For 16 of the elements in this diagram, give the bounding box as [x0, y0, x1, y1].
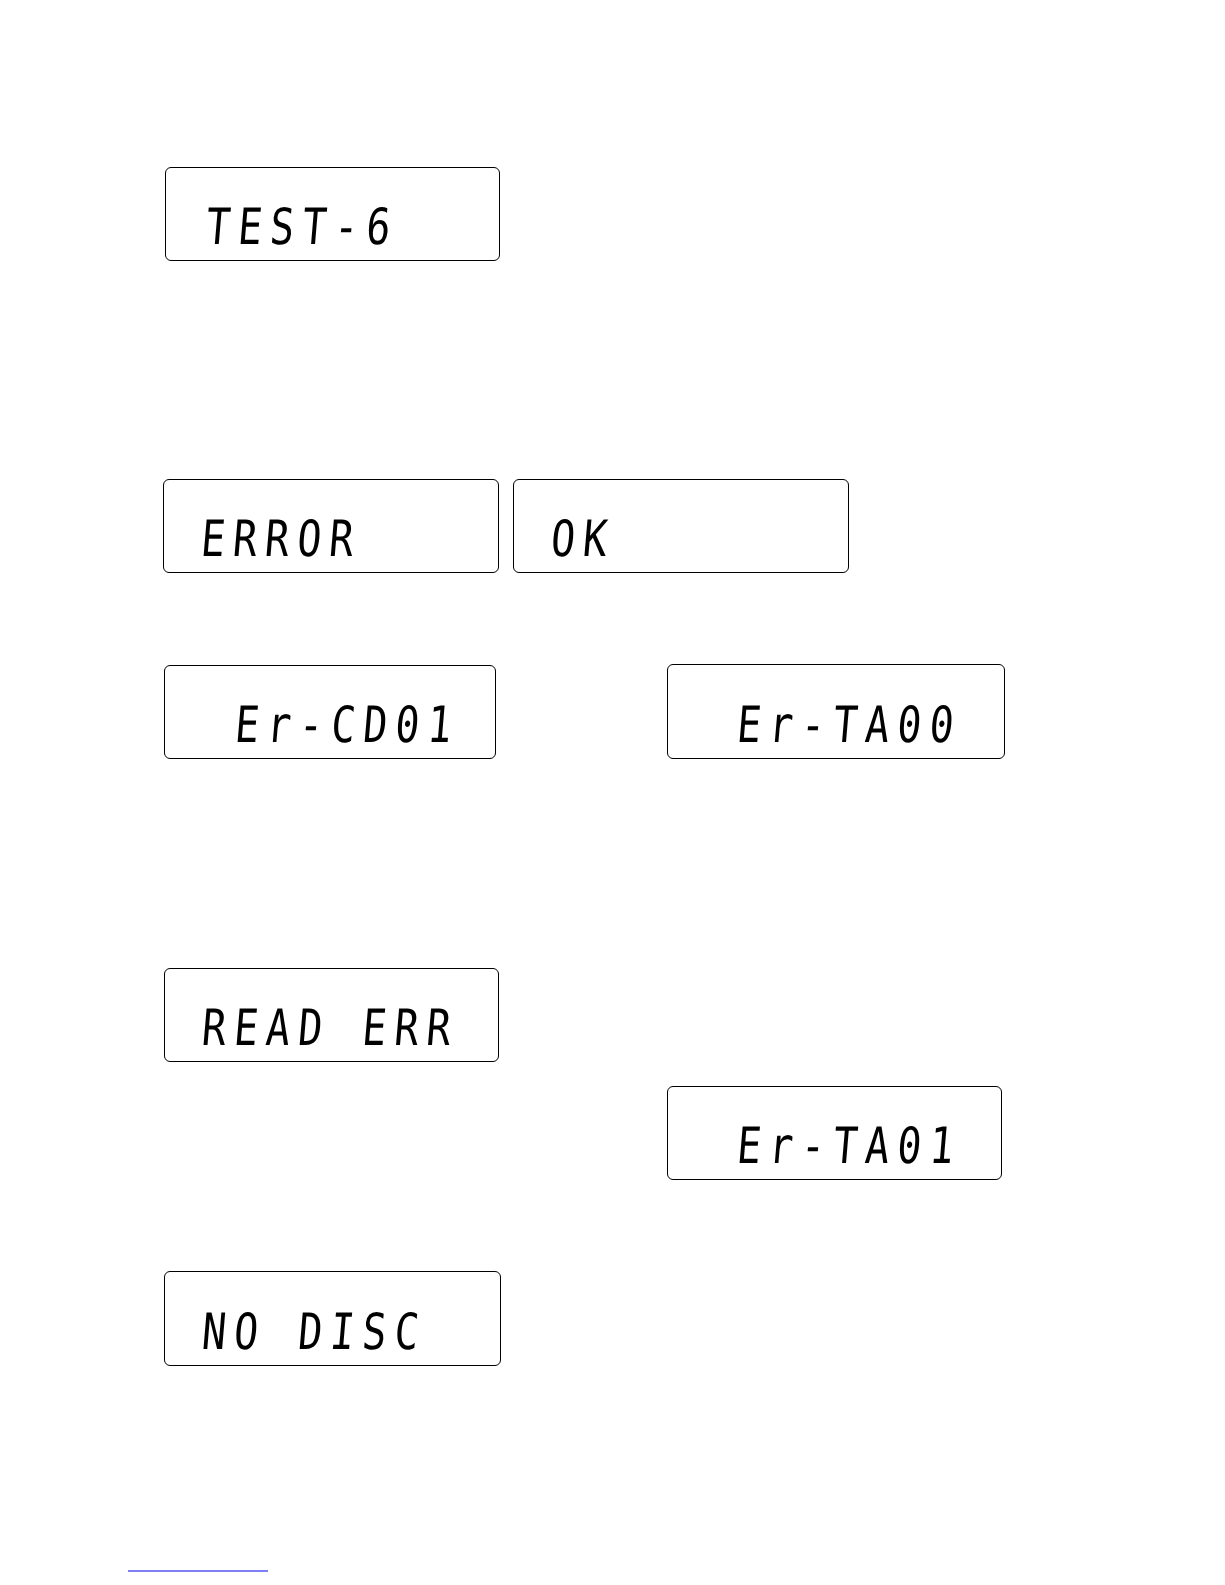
display-text: Er-TA01	[735, 1121, 964, 1171]
display-text: ERROR	[199, 514, 364, 564]
display-box	[164, 665, 496, 759]
display-box	[164, 1271, 501, 1366]
display-text: READ ERR	[200, 1003, 461, 1053]
display-text: OK	[549, 514, 618, 564]
display-text: Er-CD01	[233, 700, 462, 750]
display-box	[667, 664, 1005, 759]
display-box	[163, 479, 499, 573]
display-text: NO DISC	[200, 1307, 429, 1357]
display-text: Er-TA00	[735, 700, 964, 750]
display-box	[513, 479, 849, 573]
display-box	[165, 167, 500, 261]
display-box	[164, 968, 499, 1062]
display-box	[667, 1086, 1002, 1180]
display-text: TEST-6	[204, 202, 401, 252]
